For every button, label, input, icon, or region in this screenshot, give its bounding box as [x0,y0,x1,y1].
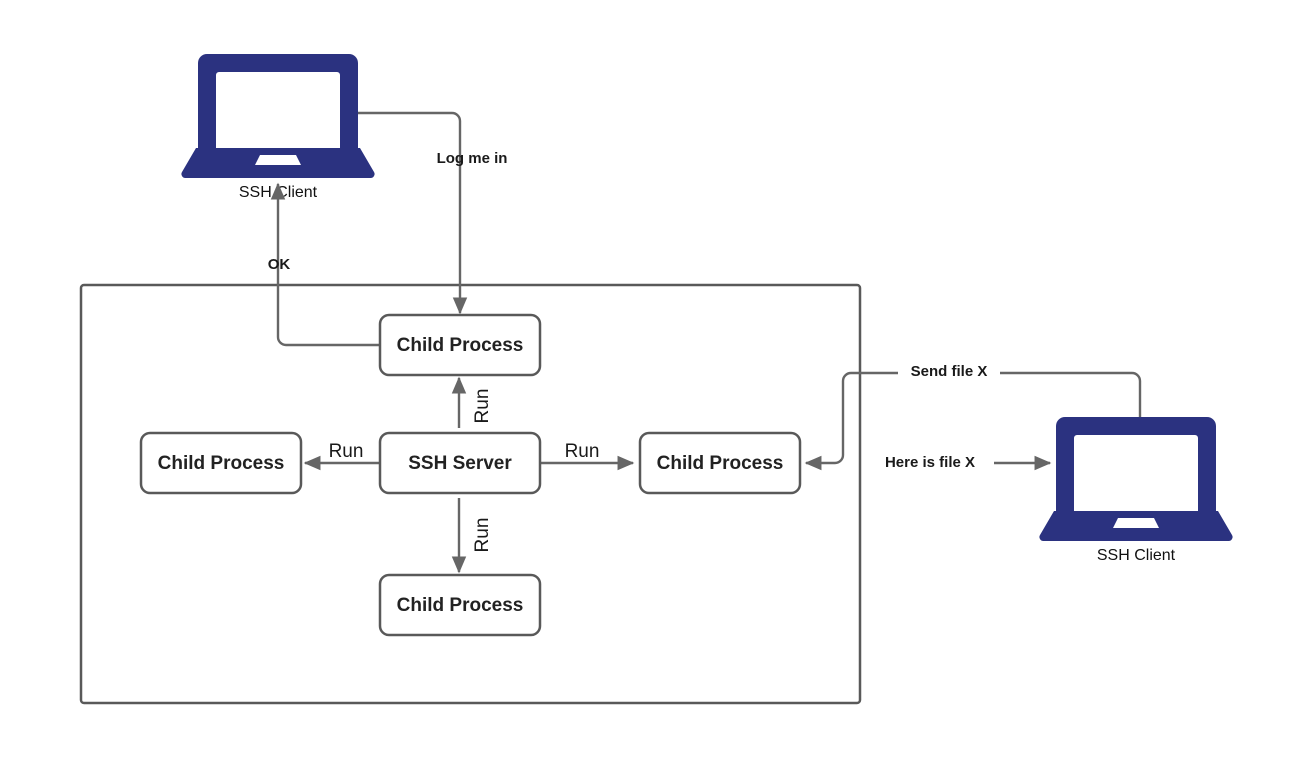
edge-send-file-label-text: Send file X [911,363,988,380]
laptop-icon [1056,417,1216,511]
node-child-process-left[interactable]: Child Process [139,431,303,495]
ssh-client-top: SSH Client [181,54,375,201]
node-ssh-server-label: SSH Server [408,453,512,474]
edge-login-request-label: Log me in [437,150,508,167]
label-bg-here-is-file [866,453,994,473]
ssh-server-host-boundary [79,283,862,705]
edge-run-left-label: Run [329,441,364,462]
node-child-process-bottom-label: Child Process [397,595,524,616]
node-child-process-right[interactable]: Child Process [638,431,802,495]
edge-login-request [358,111,468,315]
label-bg-send-file [898,362,1000,382]
edge-run-right-label: Run [565,441,600,462]
edge-run-down-label: Run [472,518,493,553]
node-child-process-top[interactable]: Child Process [378,313,542,377]
edge-login-ok-label: OK [268,256,291,273]
ssh-client-right: SSH Client [1039,417,1233,564]
edge-login-ok [270,182,380,347]
laptop-notch-icon [1113,518,1159,528]
node-ssh-server[interactable]: SSH Server [378,431,542,495]
laptop-notch-icon [255,155,301,165]
laptop-icon [198,54,358,148]
node-child-process-right-label: Child Process [657,453,784,474]
node-child-process-left-label: Child Process [158,453,285,474]
node-child-process-bottom[interactable]: Child Process [378,573,542,637]
edge-here-is-file-label: Here is file X [885,454,975,471]
edge-run-up-label: Run [472,389,493,424]
ssh-client-right-label: SSH Client [1097,547,1176,564]
edge-send-file [804,371,1142,471]
node-child-process-top-label: Child Process [397,335,524,356]
